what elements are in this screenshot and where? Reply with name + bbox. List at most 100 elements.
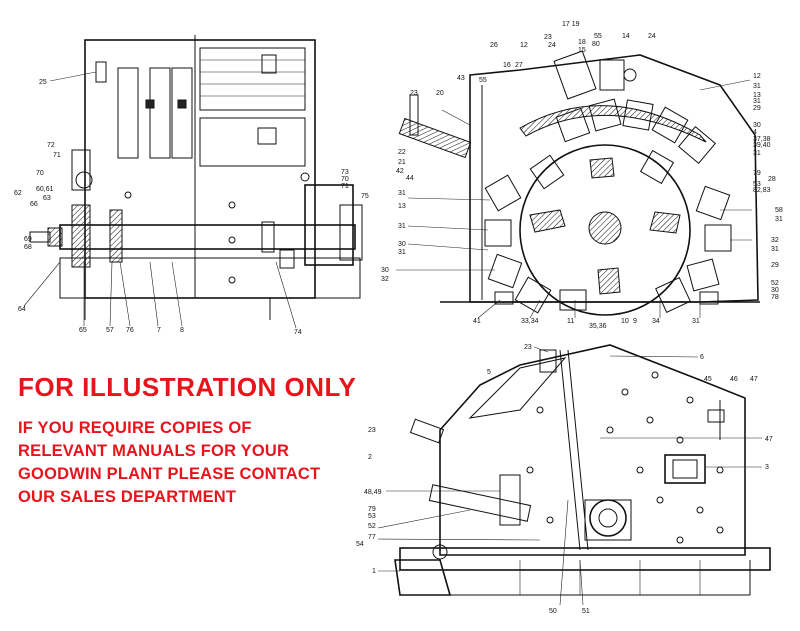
callout-label: 23 [544,34,552,41]
callout-label: 51 [582,608,590,615]
callout-label: 39,40 [753,142,771,149]
callout-label: 75 [361,193,369,200]
callout-label: 71 [53,152,61,159]
callout-label: 33,34 [521,318,539,325]
callout-label: 32 [771,237,779,244]
callout-label: 29 [753,105,761,112]
contact-notice-line: IF YOU REQUIRE COPIES OF [18,419,252,437]
callout-label: 22 [398,149,406,156]
callout-label: 55 [594,33,602,40]
callout-label: 54 [356,541,364,548]
callout-label: 37,38 [753,136,771,143]
callout-label: 20 [436,90,444,97]
callout-label: 31 [398,249,406,256]
callout-label: 23 [524,344,532,351]
callout-label: 45 [704,376,712,383]
callout-label: 6 [700,354,704,361]
callout-label: 12 [520,42,528,49]
callout-label: 64 [18,306,26,313]
section-view-callouts: 17 19 23 24 18 55 15 80 14 24 26 12 16 2… [381,21,783,330]
callout-label: 23 [410,90,418,97]
callout-label: 11 [567,318,574,325]
callout-label: 47 [765,436,773,443]
callout-label: 31 [753,150,761,157]
callout-label: 30 [771,287,779,294]
callout-label: 23 [368,427,376,434]
callout-label: 68 [24,244,32,251]
callout-label: 7 [157,327,161,334]
callout-label: 47 [750,376,758,383]
callout-label: 16 [503,62,511,69]
callout-label: 63 [43,195,51,202]
callout-label: 70 [36,170,44,177]
callout-label: 46 [730,376,738,383]
callout-label: 18 [578,39,586,46]
callout-label: 53 [753,181,761,188]
callout-label: 25 [39,79,47,86]
callout-label: 80 [592,41,600,48]
callout-label: 76 [126,327,134,334]
callout-label: 77 [368,534,376,541]
callout-label: 15 [578,47,586,54]
callout-label: 72 [47,142,55,149]
callout-label: 29 [771,262,779,269]
callout-label: 69 [24,236,32,243]
callout-label: 71 [341,183,349,190]
callout-label: 30 [753,122,761,129]
callout-label: 31 [753,83,761,90]
callout-label: 52 [368,523,376,530]
callout-label: 31 [775,216,783,223]
callout-label: 32 [381,276,389,283]
callout-label: 78 [771,294,779,301]
contact-notice-line: OUR SALES DEPARTMENT [18,488,237,506]
callout-label: 34 [652,318,660,325]
callout-label: 28 [768,176,776,183]
callout-label: 13 [398,203,406,210]
callout-label: 13 [753,92,761,99]
callout-label: 14 [622,33,630,40]
callout-label: 41 [473,318,481,325]
callout-label: 4 [753,129,757,136]
callout-label: 5 [487,369,491,376]
callout-label: 57 [106,327,114,334]
callout-label: 9 [633,318,637,325]
callout-label: 31 [753,98,761,105]
callout-label: 31 [398,190,406,197]
callout-label: 12 [753,73,761,80]
callout-label: 42 [396,168,404,175]
callout-label: 1 [372,568,376,575]
callout-label: 24 [548,42,556,49]
callout-label: 24 [648,33,656,40]
callout-label: 31 [692,318,700,325]
callout-label: 58 [775,207,783,214]
callout-label: 66 [30,201,38,208]
callout-label: 62 [14,190,22,197]
callout-label: 65 [79,327,87,334]
callout-label: 17 19 [562,21,580,28]
callout-label: 53 [368,513,376,520]
elevation-view-callouts: 23 6 5 45 46 47 23 47 2 3 48,49 79 53 52… [356,344,773,615]
elevation-view-drawing [394,344,771,596]
callout-label: 43 [457,75,465,82]
callout-label: 55 [479,77,487,84]
callout-label: 70 [341,176,349,183]
callout-label: 8 [180,327,184,334]
contact-notice-line: RELEVANT MANUALS FOR YOUR [18,442,290,460]
callout-label: 2 [368,454,372,461]
callout-label: 35,36 [589,323,607,330]
callout-label: 31 [398,223,406,230]
illustration-notice-title: FOR ILLUSTRATION ONLY [18,372,357,402]
callout-label: 3 [765,464,769,471]
callout-label: 21 [398,159,406,166]
callout-label: 79 [753,170,761,177]
callout-label: 52 [771,280,779,287]
side-view-callouts: 25 72 71 70 62 60,61 63 66 69 68 64 65 5… [14,71,369,336]
callout-label: 60,61 [36,186,54,193]
callout-label: 50 [549,608,557,615]
callout-label: 82,83 [753,187,771,194]
callout-label: 31 [771,246,779,253]
callout-label: 73 [341,169,349,176]
callout-label: 30 [381,267,389,274]
side-view-drawing [29,35,363,320]
